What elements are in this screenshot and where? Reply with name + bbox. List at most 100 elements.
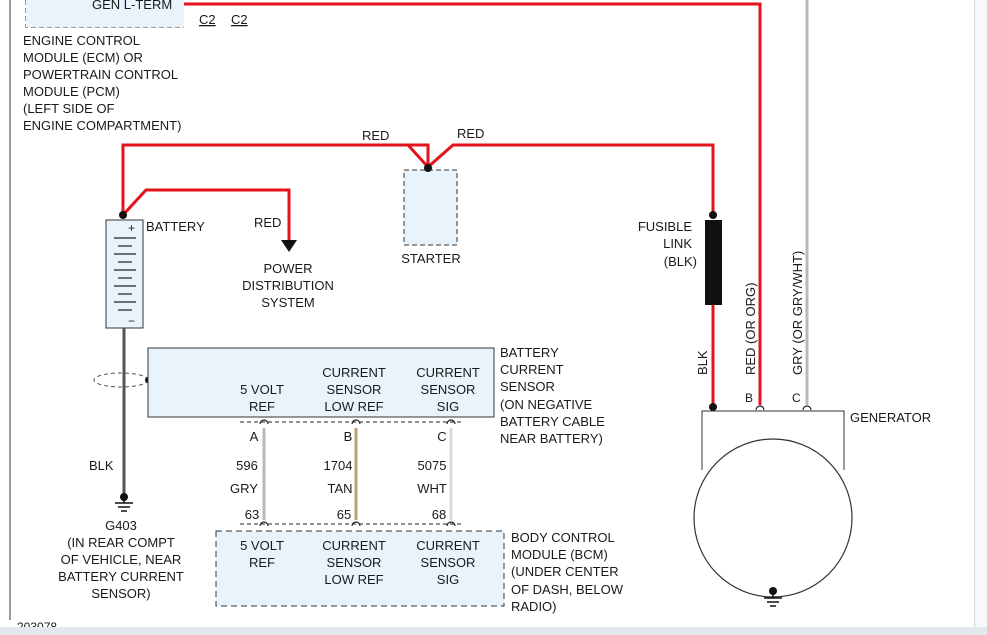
ecm-connector-label-2: C2 — [231, 12, 248, 27]
generator-pin-b: B — [745, 391, 753, 405]
bcm-pin-68: 68 — [432, 507, 446, 522]
ecm-module-fill — [26, 0, 184, 27]
svg-text:BODY CONTROL: BODY CONTROL — [511, 530, 615, 545]
ground-description: G403 (IN REAR COMPT OF VEHICLE, NEAR BAT… — [58, 518, 184, 601]
wire-starter-to-fusible-link — [406, 143, 715, 215]
svg-text:SENSOR: SENSOR — [421, 555, 476, 570]
circuit-number-1704: 1704 — [324, 458, 353, 473]
generator-connector-pins-icon — [755, 405, 812, 411]
wire-label-red-b: RED — [457, 126, 484, 141]
svg-text:REF: REF — [249, 399, 275, 414]
svg-text:(LEFT SIDE OF: (LEFT SIDE OF — [23, 101, 115, 116]
svg-text:OF VEHICLE, NEAR: OF VEHICLE, NEAR — [61, 552, 182, 567]
svg-text:CURRENT: CURRENT — [416, 538, 480, 553]
wire-label-gen-c: GRY (OR GRY/WHT) — [790, 251, 805, 375]
svg-text:MODULE (PCM): MODULE (PCM) — [23, 84, 120, 99]
wire-color-tan: TAN — [327, 481, 352, 496]
wire-battery-to-starter — [121, 143, 430, 215]
bcm-pin-label-c: CURRENT SENSOR SIG — [416, 538, 480, 587]
battery-label: BATTERY — [146, 219, 205, 234]
generator-housing — [701, 410, 845, 470]
generator-symbol — [693, 438, 853, 598]
bcm-pin-label-b: CURRENT SENSOR LOW REF — [322, 538, 386, 587]
svg-text:SENSOR): SENSOR) — [91, 586, 150, 601]
svg-text:CURRENT: CURRENT — [416, 365, 480, 380]
sensor-pin-label-c: CURRENT SENSOR SIG — [416, 365, 480, 414]
starter-label: STARTER — [401, 251, 460, 266]
generator-label: GENERATOR — [850, 410, 931, 425]
ecm-connector-label: C2 — [199, 12, 216, 27]
bcm-module — [215, 530, 505, 607]
wire-battery-to-power-distribution — [121, 188, 291, 240]
svg-text:CURRENT: CURRENT — [500, 362, 564, 377]
svg-text:SENSOR: SENSOR — [500, 379, 555, 394]
svg-text:SIG: SIG — [437, 399, 459, 414]
svg-text:SENSOR: SENSOR — [421, 382, 476, 397]
svg-text:(IN REAR COMPT: (IN REAR COMPT — [67, 535, 175, 550]
svg-text:CURRENT: CURRENT — [322, 538, 386, 553]
sensor-ring-icon — [93, 372, 149, 388]
wire-color-wht: WHT — [417, 481, 447, 496]
svg-text:ENGINE CONTROL: ENGINE CONTROL — [23, 33, 140, 48]
battery-minus-label: − — [128, 314, 135, 328]
svg-text:(UNDER CENTER: (UNDER CENTER — [511, 564, 619, 579]
wire-label-red-c: RED — [254, 215, 281, 230]
sensor-pin-b: B — [344, 429, 353, 444]
generator-pin-c: C — [792, 391, 801, 405]
svg-text:BATTERY CABLE: BATTERY CABLE — [500, 414, 605, 429]
svg-text:NEAR BATTERY): NEAR BATTERY) — [500, 431, 603, 446]
wire-color-gry: GRY — [230, 481, 258, 496]
battery-symbol — [105, 219, 144, 329]
svg-text:FUSIBLE: FUSIBLE — [638, 219, 693, 234]
ecm-terminal-label: GEN L-TERM — [92, 0, 172, 12]
svg-text:BATTERY: BATTERY — [500, 345, 559, 360]
generator-battery-terminal-dot — [709, 403, 717, 411]
svg-text:LOW REF: LOW REF — [324, 572, 383, 587]
viewer-bottom-strip — [0, 627, 987, 635]
circuit-number-596: 596 — [236, 458, 258, 473]
svg-text:5 VOLT: 5 VOLT — [240, 382, 284, 397]
generator-ground-icon — [764, 591, 782, 607]
svg-text:REF: REF — [249, 555, 275, 570]
bcm-connector-pins-icon — [259, 521, 456, 527]
svg-text:ENGINE COMPARTMENT): ENGINE COMPARTMENT) — [23, 118, 181, 133]
svg-text:MODULE (BCM): MODULE (BCM) — [511, 547, 608, 562]
starter-module — [403, 169, 458, 246]
sensor-pin-label-b: CURRENT SENSOR LOW REF — [322, 365, 386, 414]
svg-text:LOW REF: LOW REF — [324, 399, 383, 414]
bcm-pin-label-a: 5 VOLT REF — [240, 538, 284, 570]
power-distribution-label: POWER DISTRIBUTION SYSTEM — [242, 261, 334, 310]
sensor-connector-pins-icon — [259, 419, 456, 425]
svg-text:LINK: LINK — [663, 236, 692, 251]
wire-label-red-a: RED — [362, 128, 389, 143]
svg-text:DISTRIBUTION: DISTRIBUTION — [242, 278, 334, 293]
svg-text:SIG: SIG — [437, 572, 459, 587]
svg-text:(ON NEGATIVE: (ON NEGATIVE — [500, 397, 593, 412]
svg-text:SENSOR: SENSOR — [327, 382, 382, 397]
bcm-pin-65: 65 — [337, 507, 351, 522]
wire-label-blk-ground: BLK — [89, 458, 114, 473]
viewer-scroll-rail[interactable] — [974, 0, 987, 627]
battery-sensor-description: BATTERY CURRENT SENSOR (ON NEGATIVE BATT… — [500, 345, 605, 446]
battery-positive-dot — [119, 211, 127, 219]
sensor-pin-a: A — [250, 429, 259, 444]
wire-label-blk-gen: BLK — [695, 350, 710, 375]
svg-text:G403: G403 — [105, 518, 137, 533]
battery-cells-icon — [114, 237, 136, 311]
fusible-link-label: FUSIBLE LINK (BLK) — [638, 219, 697, 269]
svg-text:POWER: POWER — [263, 261, 312, 276]
ecm-description: ENGINE CONTROL MODULE (ECM) OR POWERTRAI… — [23, 33, 181, 133]
svg-text:MODULE (ECM) OR: MODULE (ECM) OR — [23, 50, 143, 65]
fusible-link-top-dot — [709, 211, 717, 219]
bcm-description: BODY CONTROL MODULE (BCM) (UNDER CENTER … — [511, 530, 624, 614]
svg-text:OF DASH, BELOW: OF DASH, BELOW — [511, 582, 624, 597]
battery-plus-label: + — [128, 221, 135, 235]
svg-text:RADIO): RADIO) — [511, 599, 557, 614]
svg-text:SENSOR: SENSOR — [327, 555, 382, 570]
sensor-pin-label-a: 5 VOLT REF — [240, 382, 284, 414]
svg-text:(BLK): (BLK) — [664, 254, 697, 269]
sensor-pin-c: C — [437, 429, 446, 444]
circuit-number-5075: 5075 — [418, 458, 447, 473]
